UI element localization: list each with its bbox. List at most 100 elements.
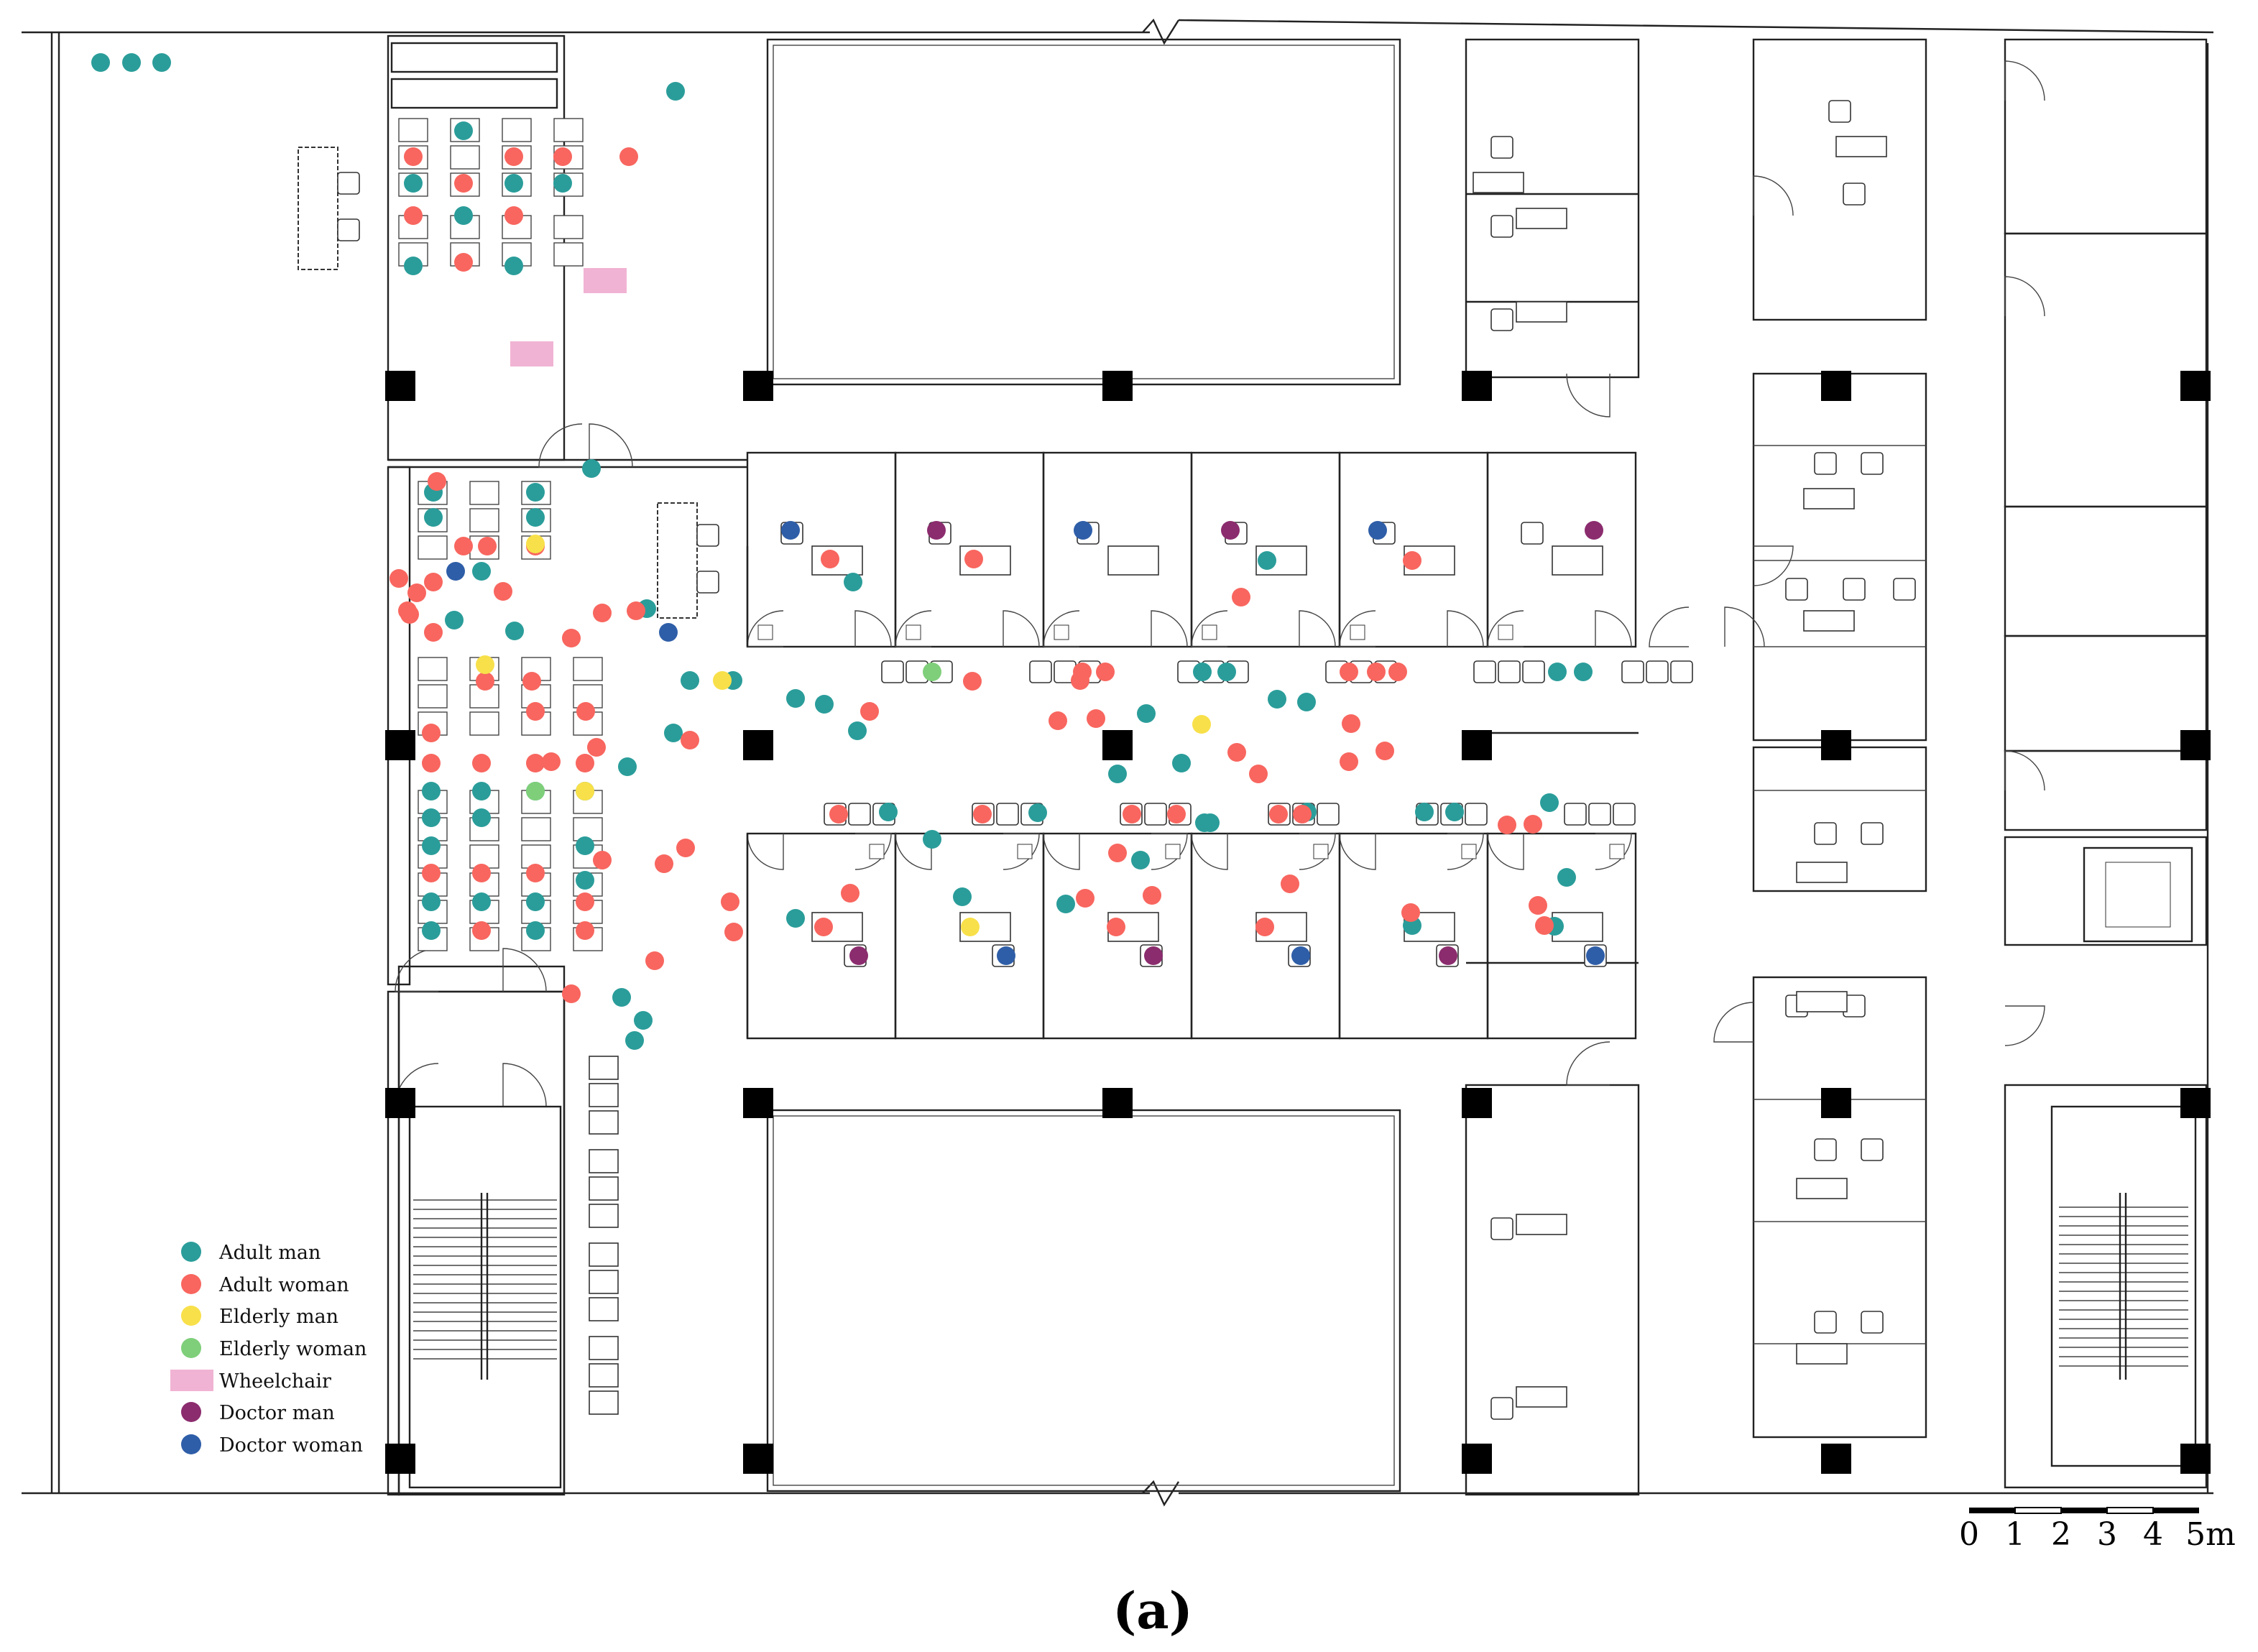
elderly-man-marker [713, 671, 732, 690]
doctor-woman-marker [1291, 946, 1310, 965]
doctor-man-marker [1221, 521, 1240, 540]
legend-label: Doctor woman [219, 1434, 363, 1457]
adult-man-marker [1574, 663, 1593, 681]
elderly-man-swatch [181, 1306, 201, 1326]
desk [589, 1390, 619, 1415]
adult-woman-marker [1293, 805, 1312, 823]
desk [1796, 862, 1848, 883]
sink [757, 624, 773, 640]
desk [1473, 172, 1524, 193]
legend-label: Elderly man [219, 1306, 338, 1328]
adult-woman-marker [645, 951, 664, 970]
elderly-man-marker [526, 535, 545, 553]
adult-woman-marker [424, 623, 443, 642]
sink [1017, 844, 1033, 859]
door-swing [502, 1063, 547, 1107]
room-outline [2050, 1105, 2197, 1467]
elderly-woman-marker [526, 782, 545, 800]
adult-woman-marker [1367, 663, 1386, 681]
structural-column [1462, 371, 1492, 401]
adult-woman-marker [593, 604, 612, 622]
chair [1029, 660, 1052, 683]
adult-man-marker [576, 871, 594, 890]
desk [589, 1363, 619, 1388]
adult-woman-marker [428, 472, 446, 491]
adult-woman-marker [1167, 805, 1186, 823]
scale-bar: 0 1 2 3 4 5m [1959, 1507, 2236, 1553]
adult-woman-marker [681, 731, 699, 749]
adult-woman-marker [1403, 551, 1421, 570]
desk [589, 1083, 619, 1107]
adult-man-marker [1217, 663, 1236, 681]
legend-label: Doctor man [219, 1402, 335, 1424]
sink [869, 844, 885, 859]
elevator-car [2105, 862, 2171, 928]
desk [589, 1176, 619, 1201]
adult-man-marker [454, 206, 473, 225]
room-outline [397, 965, 566, 993]
adult-man-marker [1548, 663, 1567, 681]
doctor-man-marker [1585, 521, 1603, 540]
legend-item-adult-man: Adult man [181, 1242, 321, 1264]
room-outline [1465, 38, 1640, 379]
adult-woman-marker [424, 573, 443, 591]
adult-woman-marker [542, 752, 561, 771]
adult-woman-marker [407, 583, 426, 602]
adult-woman-marker [1232, 588, 1250, 606]
adult-woman-marker [721, 892, 739, 911]
adult-man-marker [152, 53, 171, 72]
adult-woman-marker [619, 147, 638, 166]
adult-man-marker [422, 808, 441, 827]
adult-woman-marker [1375, 742, 1394, 760]
adult-woman-marker [1255, 918, 1274, 936]
adult-man-marker [526, 921, 545, 940]
sink [1313, 844, 1329, 859]
door-swing [589, 423, 633, 468]
structural-column [2180, 1444, 2211, 1474]
door-swing [1487, 610, 1524, 647]
adult-man-marker [664, 724, 683, 742]
chair [1144, 803, 1167, 826]
room-outline [2004, 635, 2208, 752]
desk [589, 1204, 619, 1228]
room-outline [1752, 372, 1927, 742]
chair [1522, 660, 1545, 683]
adult-man-marker [445, 611, 464, 629]
desk [1255, 912, 1307, 942]
sink [1461, 844, 1477, 859]
adult-woman-marker [1529, 896, 1547, 915]
desk [1516, 1386, 1567, 1408]
chair [1564, 803, 1587, 826]
chair [848, 803, 871, 826]
scale-segment [2153, 1508, 2199, 1513]
adult-woman-marker [1107, 918, 1125, 936]
adult-woman-marker [676, 839, 695, 857]
adult-man-marker [526, 892, 545, 911]
adult-woman-marker [390, 569, 408, 588]
desk [1796, 991, 1848, 1012]
adult-woman-marker [526, 754, 545, 772]
door-swing [1191, 833, 1228, 870]
doctor-woman-marker [446, 562, 465, 581]
adult-man-marker [472, 782, 491, 800]
adult-man-marker [526, 483, 545, 502]
seat [469, 508, 499, 532]
door-swing [1753, 545, 1794, 586]
break-line [1142, 18, 1180, 45]
adult-man-marker [91, 53, 110, 72]
adult-man-marker [786, 689, 805, 708]
door-swing [502, 948, 547, 992]
furniture-layer [298, 100, 2171, 1420]
structural-column [385, 1444, 415, 1474]
seat [398, 118, 428, 142]
desk [1552, 912, 1603, 942]
door-swing [1151, 610, 1188, 647]
desk [1516, 208, 1567, 229]
desk [1835, 136, 1887, 157]
door-swing [895, 610, 932, 647]
door-swing [2004, 60, 2045, 101]
structural-column [385, 371, 415, 401]
figure-caption: (a) [1112, 1581, 1193, 1641]
structural-column [1821, 730, 1851, 760]
adult-woman-marker [587, 738, 606, 757]
